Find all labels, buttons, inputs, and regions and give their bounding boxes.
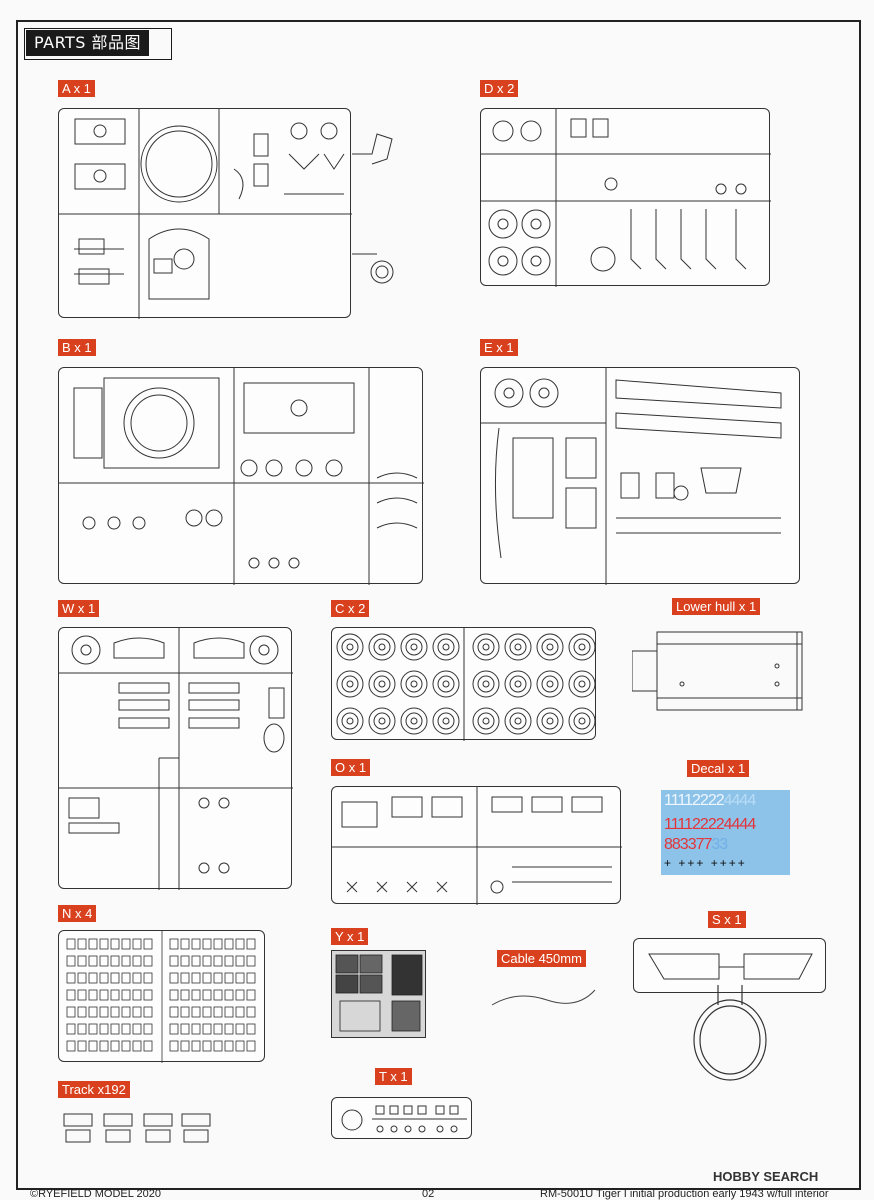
decal-row-3-a: 883377 xyxy=(664,836,712,853)
sprue-w xyxy=(58,627,293,890)
tag-a: A x 1 xyxy=(58,80,95,97)
decal-row-1-b: 4444 xyxy=(723,792,757,809)
sprue-n xyxy=(58,930,265,1063)
footer-page: 02 xyxy=(422,1188,435,1200)
decal-row-3-b: 33 xyxy=(711,836,728,853)
page-frame xyxy=(16,20,861,1190)
tag-o: O x 1 xyxy=(331,759,371,776)
sprue-a xyxy=(58,108,394,319)
decal-crosses: + +++ ++++ xyxy=(664,856,747,870)
tag-n: N x 4 xyxy=(58,905,97,922)
sprue-s xyxy=(633,938,826,993)
cupola-ring xyxy=(693,985,767,1081)
sprue-t xyxy=(331,1097,472,1139)
sprue-d xyxy=(480,108,771,287)
tag-s: S x 1 xyxy=(708,911,746,928)
decal-row-1-a: 11112222 xyxy=(664,792,725,809)
cable-drawing xyxy=(491,989,596,1006)
decal-row-2-b: 4444 xyxy=(723,816,757,833)
tag-t: T x 1 xyxy=(375,1068,412,1085)
footer-copyright: ©RYEFIELD MODEL 2020 xyxy=(30,1188,161,1200)
tag-y: Y x 1 xyxy=(331,928,369,945)
decal-sheet: 111122224444 111122224444 88337733 + +++… xyxy=(661,790,790,875)
decal-row-2-a: 11112222 xyxy=(664,816,725,833)
hobby-search-watermark: HOBBY SEARCH xyxy=(713,1169,819,1184)
tag-decal: Decal x 1 xyxy=(687,760,750,777)
photo-etch-y xyxy=(331,950,426,1038)
sprue-o xyxy=(331,786,622,905)
tag-lower-hull: Lower hull x 1 xyxy=(672,598,761,615)
tag-d: D x 2 xyxy=(480,80,519,97)
decal-row-2: 111122224444 xyxy=(664,816,757,834)
header-box xyxy=(24,28,172,60)
sprue-e xyxy=(480,367,800,585)
tag-track: Track x192 xyxy=(58,1081,130,1098)
tag-c: C x 2 xyxy=(331,600,370,617)
tag-e: E x 1 xyxy=(480,339,518,356)
sprue-c xyxy=(331,627,596,741)
decal-row-3: 88337733 xyxy=(664,836,728,854)
footer-product: RM-5001U Tiger I initial production earl… xyxy=(540,1188,829,1200)
lower-hull xyxy=(632,626,807,716)
tag-w: W x 1 xyxy=(58,600,100,617)
tag-cable: Cable 450mm xyxy=(497,950,586,967)
sprue-b xyxy=(58,367,424,585)
decal-row-1: 111122224444 xyxy=(664,792,757,810)
tag-b: B x 1 xyxy=(58,339,96,356)
track-links xyxy=(63,1113,211,1143)
page-title: PARTS 部品图 xyxy=(26,30,150,56)
